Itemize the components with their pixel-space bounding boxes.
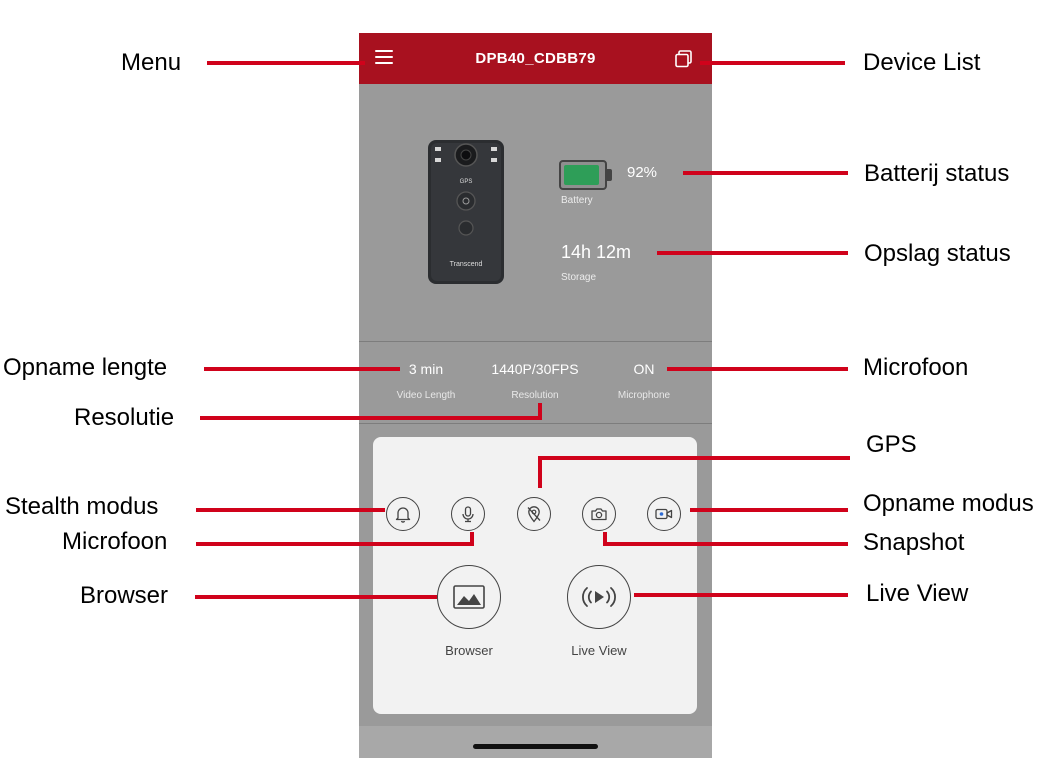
control-panel: Browser Live View: [373, 437, 697, 714]
home-indicator[interactable]: [473, 744, 598, 749]
label-menu: Menu: [121, 49, 182, 76]
label-resolution: Resolutie: [74, 404, 175, 431]
label-stealth-mode: Stealth modus: [5, 493, 159, 520]
resolution-caption: Resolution: [511, 390, 559, 401]
label-gps: GPS: [866, 431, 917, 458]
camera-icon: [591, 508, 607, 521]
label-browser: Browser: [80, 582, 169, 609]
camera-gps-text: GPS: [460, 179, 473, 185]
stat-resolution: 1440P/30FPS Resolution: [480, 361, 590, 401]
stat-video-length: 3 min Video Length: [371, 361, 481, 401]
battery-caption: Battery: [561, 195, 593, 206]
app-header: DPB40_CDBB79: [359, 33, 712, 84]
resolution-value: 1440P/30FPS: [491, 361, 579, 377]
label-device-list: Device List: [863, 49, 981, 76]
label-storage-status: Opslag status: [864, 240, 1011, 267]
microphone-button[interactable]: [451, 497, 485, 531]
browser-button[interactable]: [437, 565, 501, 629]
stat-microphone: ON Microphone: [589, 361, 699, 401]
label-record-length: Opname lengte: [3, 354, 168, 381]
device-name: DPB40_CDBB79: [475, 50, 596, 67]
snapshot-button[interactable]: [582, 497, 616, 531]
phone-screen: DPB40_CDBB79 GPS Transcend 92% Battery 1…: [359, 33, 712, 758]
menu-icon[interactable]: [375, 50, 393, 66]
battery-percent: 92%: [627, 164, 658, 181]
label-battery-status: Batterij status: [864, 160, 1010, 187]
divider-bottom: [359, 423, 712, 424]
live-view-button[interactable]: [567, 565, 631, 629]
storage-value: 14h 12m: [561, 242, 632, 262]
label-microphone-left: Microfoon: [62, 528, 168, 555]
live-view-label: Live View: [571, 643, 627, 658]
bottom-bar: [359, 726, 712, 758]
record-mode-button[interactable]: [647, 497, 681, 531]
gps-button[interactable]: [517, 497, 551, 531]
label-snapshot: Snapshot: [863, 529, 965, 556]
stealth-mode-button[interactable]: [386, 497, 420, 531]
device-list-icon[interactable]: [675, 50, 693, 68]
bell-icon: [395, 507, 411, 523]
video-length-value: 3 min: [408, 361, 444, 377]
live-view-icon: [582, 587, 616, 607]
brand-logo-text: Transcend: [450, 261, 483, 268]
microphone-value: ON: [633, 361, 655, 377]
label-microphone-right: Microfoon: [863, 354, 969, 381]
gallery-icon: [453, 585, 485, 609]
bodycam-image: GPS Transcend: [428, 140, 504, 284]
gps-off-icon: [527, 506, 541, 523]
video-length-caption: Video Length: [396, 390, 456, 401]
battery-fill: [564, 165, 599, 185]
divider-top: [359, 341, 712, 342]
label-record-mode: Opname modus: [863, 490, 1034, 517]
video-record-icon: [655, 508, 673, 520]
browser-label: Browser: [445, 643, 493, 658]
storage-caption: Storage: [561, 272, 597, 283]
label-live-view: Live View: [866, 580, 969, 607]
microphone-caption: Microphone: [617, 390, 671, 401]
microphone-icon: [462, 506, 474, 523]
